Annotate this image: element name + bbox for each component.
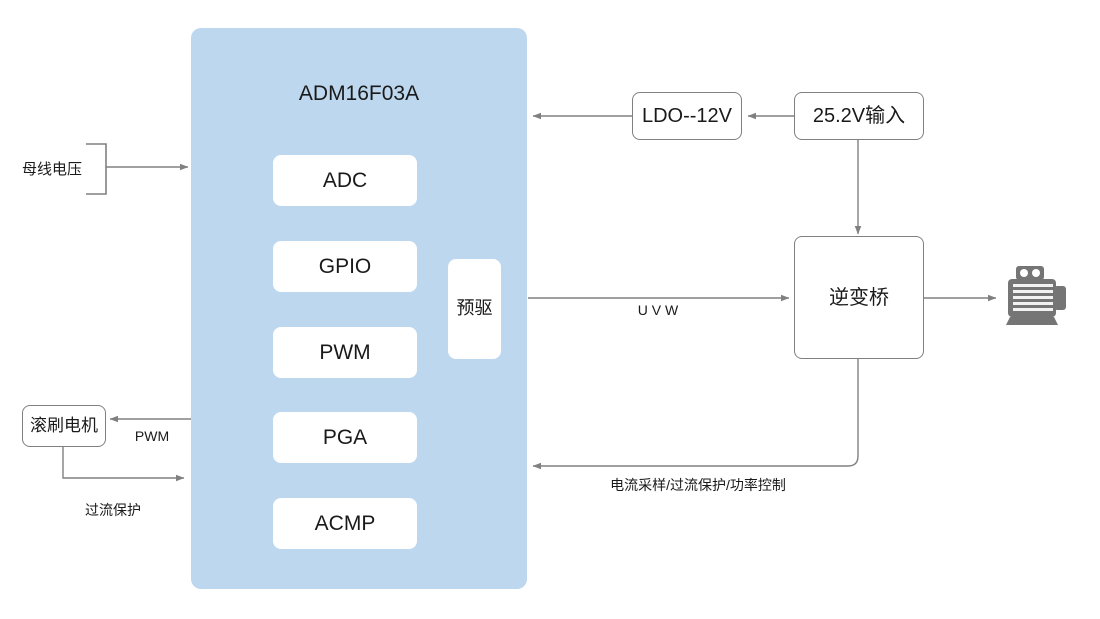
inverter-bridge-block[interactable]: 逆变桥 [794, 236, 924, 359]
wire-inverter-feedback-to-mcu [532, 359, 859, 470]
roller-motor-block[interactable]: 滚刷电机 [22, 405, 106, 447]
ip-block-pga[interactable]: PGA [273, 412, 417, 463]
label-current-feedback: 电流采样/过流保护/功率控制 [610, 477, 786, 493]
bus-voltage-bracket [86, 143, 107, 195]
wire-roller-motor-overcurrent-to-mcu [62, 447, 185, 482]
mcu-title-label: ADM16F03A [298, 82, 420, 105]
label-overcurrent: 过流保护 [85, 502, 141, 518]
ip-block-predriver[interactable]: 预驱 [448, 259, 501, 359]
label-bus-voltage: 母线电压 [22, 161, 83, 178]
ip-block-adc[interactable]: ADC [273, 155, 417, 206]
label-uvw: U V W [637, 302, 679, 318]
ip-block-pwm[interactable]: PWM [273, 327, 417, 378]
ip-block-gpio[interactable]: GPIO [273, 241, 417, 292]
label-pwm: PWM [134, 428, 170, 444]
electric-motor-icon [1000, 264, 1072, 330]
ldo-block[interactable]: LDO--12V [632, 92, 742, 140]
ip-block-acmp[interactable]: ACMP [273, 498, 417, 549]
supply-input-block[interactable]: 25.2V输入 [794, 92, 924, 140]
